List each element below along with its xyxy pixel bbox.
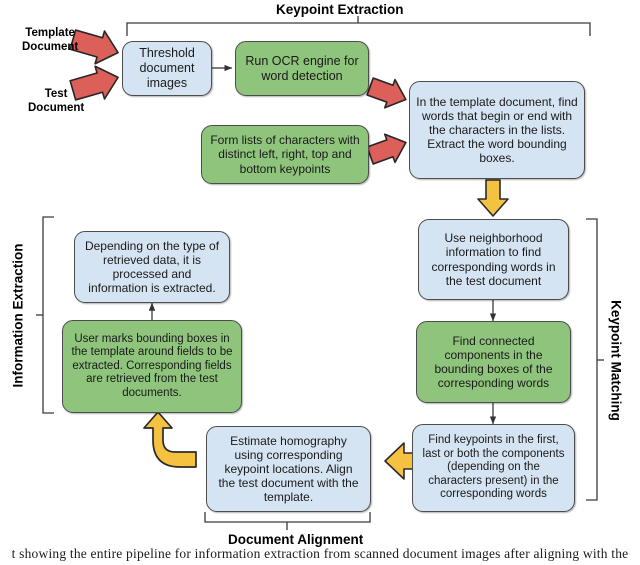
node-depending-on-type[interactable]: Depending on the type of retrieved data,…: [74, 231, 230, 303]
node-estimate-homography[interactable]: Estimate homography using corresponding …: [206, 426, 371, 512]
label-keypoint-matching: Keypoint Matching: [608, 300, 624, 421]
node-find-connected-components[interactable]: Find connected components in the boundin…: [416, 321, 571, 403]
label-information-extraction: Information Extraction: [10, 243, 26, 388]
node-threshold-document-images[interactable]: Threshold document images: [122, 41, 212, 96]
red-arrow-formlists-to-template: [366, 133, 407, 165]
yellow-arrow-homography-to-usermarks: [143, 411, 197, 468]
red-arrow-ocr-to-template: [366, 77, 407, 109]
red-arrow-template-document: [69, 29, 119, 65]
bracket-information-extraction: [36, 216, 54, 414]
node-user-marks-bounding-boxes[interactable]: User marks bounding boxes in the templat…: [62, 320, 242, 413]
label-template-document: Template Document: [22, 27, 79, 53]
yellow-arrow-template-to-neighborhood: [477, 179, 509, 217]
node-template-find-words[interactable]: In the template document, find words tha…: [409, 81, 585, 179]
node-find-keypoints[interactable]: Find keypoints in the first, last or bot…: [412, 424, 575, 512]
bracket-keypoint-matching: [586, 218, 604, 501]
node-run-ocr-engine[interactable]: Run OCR engine for word detection: [235, 41, 369, 96]
label-keypoint-extraction: Keypoint Extraction: [276, 2, 404, 17]
figure-caption: t showing the entire pipeline for inform…: [0, 546, 640, 562]
bracket-document-alignment: [204, 512, 371, 530]
label-test-document: Test Document: [28, 88, 85, 114]
bracket-keypoint-extraction: [126, 16, 591, 36]
figure-caption-text: t showing the entire pipeline for inform…: [11, 546, 629, 561]
label-document-alignment: Document Alignment: [228, 532, 364, 547]
red-arrow-test-document: [69, 65, 119, 101]
node-use-neighborhood-information[interactable]: Use neighborhood information to find cor…: [418, 219, 569, 300]
node-form-lists-of-characters[interactable]: Form lists of characters with distinct l…: [201, 125, 369, 184]
